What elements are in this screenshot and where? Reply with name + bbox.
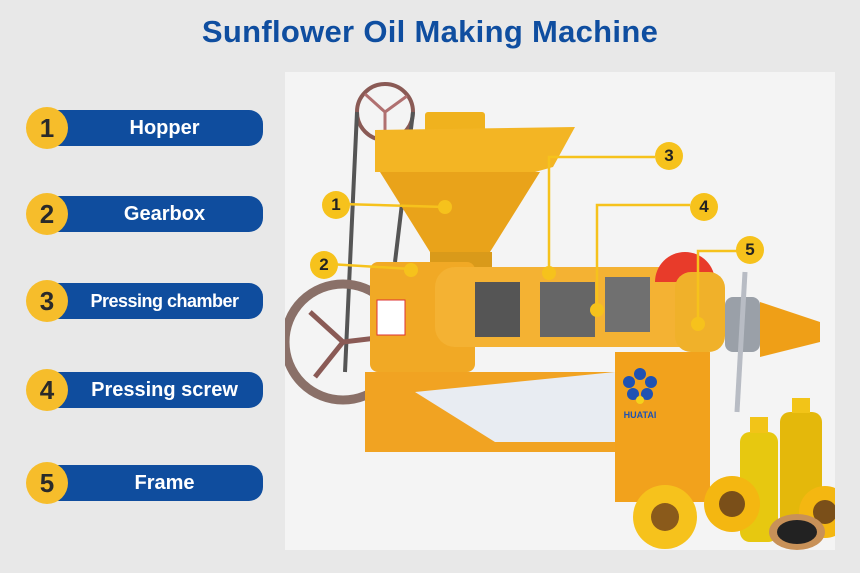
legend-label: Gearbox [46,196,263,232]
legend-label: Hopper [46,110,263,146]
callout-badge-4: 4 [690,193,718,221]
callout-badge-2: 2 [310,251,338,279]
legend-number-badge: 1 [26,107,68,149]
brand-logo-text: HUATAI [624,410,657,420]
huatai-logo-icon [623,368,657,404]
hopper [375,112,575,267]
machine-photo: HUATAI [285,72,835,550]
legend-item-pressing-screw: 4 Pressing screw [26,369,263,411]
page-title: Sunflower Oil Making Machine [201,14,659,49]
machine-frame [365,352,710,502]
legend-item-pressing-chamber: 3 Pressing chamber [26,280,263,322]
sunflowers [633,476,835,550]
legend-item-gearbox: 2 Gearbox [26,193,263,235]
callout-badge-3: 3 [655,142,683,170]
oil-press-machine-illustration: HUATAI [285,82,835,550]
callout-badge-1: 1 [322,191,350,219]
pressing-chamber [370,252,820,413]
callout-lines [328,155,738,322]
legend-number-badge: 3 [26,280,68,322]
legend-item-frame: 5 Frame [26,462,263,504]
callout-badge-5: 5 [736,236,764,264]
callout-dots [404,200,705,331]
legend-number-badge: 5 [26,462,68,504]
legend-label: Pressing screw [46,372,263,408]
legend-label: Frame [46,465,263,501]
legend-label: Pressing chamber [46,283,263,319]
legend-item-hopper: 1 Hopper [26,107,263,149]
legend-number-badge: 4 [26,369,68,411]
legend-number-badge: 2 [26,193,68,235]
